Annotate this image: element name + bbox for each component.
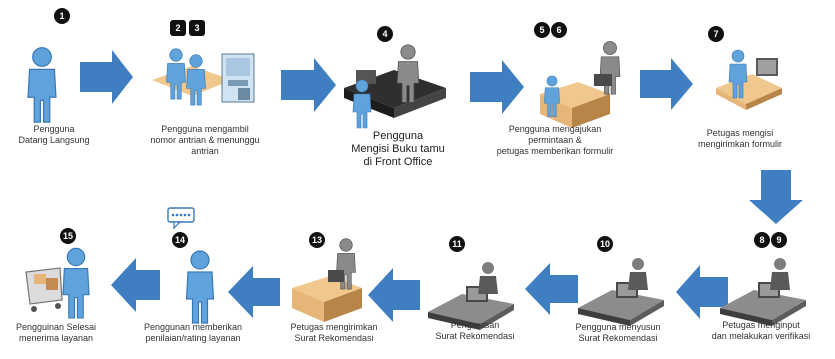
- step-caption-1: Pengguna Datang Langsung: [18, 124, 90, 145]
- flow-arrows: [80, 50, 803, 322]
- step-caption-13: Petugas mengirimkan Surat Rekomendasi: [290, 322, 378, 343]
- service-desk-icon: [292, 238, 362, 322]
- step-caption-5-6: Pengguna mengajukan permintaan & petugas…: [496, 124, 614, 156]
- step-caption-11: Pengerasan Surat Rekomendasi: [435, 320, 515, 341]
- step-badge-1: 1: [54, 8, 70, 24]
- arrow-left-icon: [111, 258, 160, 312]
- step-badge-2: 2: [170, 20, 186, 36]
- step-badge-13: 13: [309, 232, 325, 248]
- arrow-right-icon: [281, 58, 336, 112]
- service-desk-icon: [540, 40, 621, 128]
- step-badge-9: 9: [771, 232, 787, 248]
- step-badge-3: 3: [189, 20, 205, 36]
- step-badge-6: 6: [551, 22, 567, 38]
- step-badge-4: 4: [377, 26, 393, 42]
- step-caption-14: Penggunan memberikan penilaian/rating la…: [143, 322, 243, 343]
- step-badge-11: 11: [449, 236, 465, 252]
- step-caption-10: Pengguna menyusun Surat Rekomendasi: [575, 322, 661, 343]
- step-badge-10: 10: [597, 236, 613, 252]
- step-badge-5: 5: [534, 22, 550, 38]
- step-caption-2-3: Pengguna mengambil nomor antrian & menun…: [150, 124, 260, 156]
- step-badge-8: 8: [754, 232, 770, 248]
- step-badge-14: 14: [172, 232, 188, 248]
- step-badge-7: 7: [708, 26, 724, 42]
- step-caption-7: Petugas mengisi mengirimkan formulir: [697, 128, 783, 149]
- officer-workstation-icon: [720, 258, 806, 326]
- officer-computer-icon: [716, 49, 782, 110]
- arrow-down-icon: [749, 170, 803, 224]
- arrow-right-icon: [80, 50, 133, 104]
- shopping-cart-person-icon: [25, 247, 90, 319]
- arrow-right-icon: [470, 60, 524, 114]
- step-caption-15: Pengguinan Selesai menerima layanan: [15, 322, 97, 343]
- person-speech-bubble-icon: [167, 207, 215, 324]
- arrow-left-icon: [676, 265, 728, 319]
- queue-machine-icon: [152, 48, 255, 106]
- arrow-right-icon: [640, 58, 693, 110]
- arrow-left-icon: [368, 268, 420, 322]
- arrow-left-icon: [228, 266, 280, 318]
- arrow-left-icon: [525, 263, 578, 315]
- step-caption-8-9: Petugas menginput dan melakukan verifika…: [711, 320, 811, 341]
- standing-person-icon: [27, 46, 57, 123]
- step-badge-15: 15: [60, 228, 76, 244]
- front-office-desk-icon: [344, 44, 446, 129]
- officer-workstation-icon: [578, 258, 664, 326]
- step-caption-4: Pengguna Mengisi Buku tamu di Front Offi…: [351, 130, 445, 168]
